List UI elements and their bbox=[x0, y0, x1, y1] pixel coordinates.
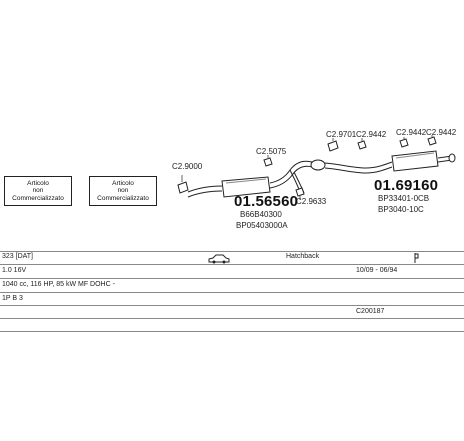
table-line bbox=[0, 318, 464, 319]
part-code-2: C2.5075 bbox=[256, 147, 287, 156]
part-code-4: C2.9701 bbox=[326, 130, 357, 139]
box-line-2: non bbox=[32, 187, 44, 195]
table-line bbox=[0, 331, 464, 332]
part-code-1: C2.9000 bbox=[172, 162, 203, 171]
parking-sign-icon bbox=[414, 253, 419, 263]
not-available-box-2: Articolo non Commercializzato bbox=[89, 176, 157, 206]
car-icon bbox=[208, 254, 230, 264]
part-code-5: C2.9442 bbox=[356, 130, 387, 139]
part-code-3: C2.9633 bbox=[296, 197, 327, 206]
box-line-1: Articolo bbox=[112, 179, 134, 187]
box-line-1: Articolo bbox=[27, 179, 49, 187]
part-code-6: C2.9442 bbox=[396, 128, 427, 137]
engine-specs: 1040 cc, 116 HP, 85 kW MF DOHC - bbox=[2, 281, 115, 288]
box-line-2: non bbox=[117, 187, 129, 195]
front-assembly-code: 01.56560 bbox=[234, 193, 299, 210]
box-line-3: Commercializzato bbox=[12, 194, 64, 202]
production-period: 10/09 - 06/94 bbox=[356, 267, 398, 274]
table-line bbox=[0, 264, 464, 265]
table-line bbox=[0, 278, 464, 279]
table-line bbox=[0, 305, 464, 306]
box-line-3: Commercializzato bbox=[97, 194, 149, 202]
part-code-7: C2.9442 bbox=[426, 128, 457, 137]
engine-label: 1.0 16V bbox=[2, 267, 27, 274]
table-line bbox=[0, 292, 464, 293]
table-top-line bbox=[0, 251, 464, 252]
front-assembly-ref-1: B66B40300 bbox=[240, 210, 282, 219]
not-available-box-1: Articolo non Commercializzato bbox=[4, 176, 72, 206]
rear-assembly-ref-2: BP3040-10C bbox=[378, 205, 424, 214]
engine-code: 1P B 3 bbox=[2, 295, 23, 302]
reference-code: C200187 bbox=[356, 308, 385, 315]
rear-assembly-code: 01.69160 bbox=[374, 177, 439, 194]
rear-assembly-ref-1: BP33401-0CB bbox=[378, 194, 430, 203]
front-assembly-ref-2: BP05403000A bbox=[236, 221, 288, 230]
model-label: 323 [DAT] bbox=[2, 253, 33, 260]
body-type: Hatchback bbox=[286, 253, 320, 260]
